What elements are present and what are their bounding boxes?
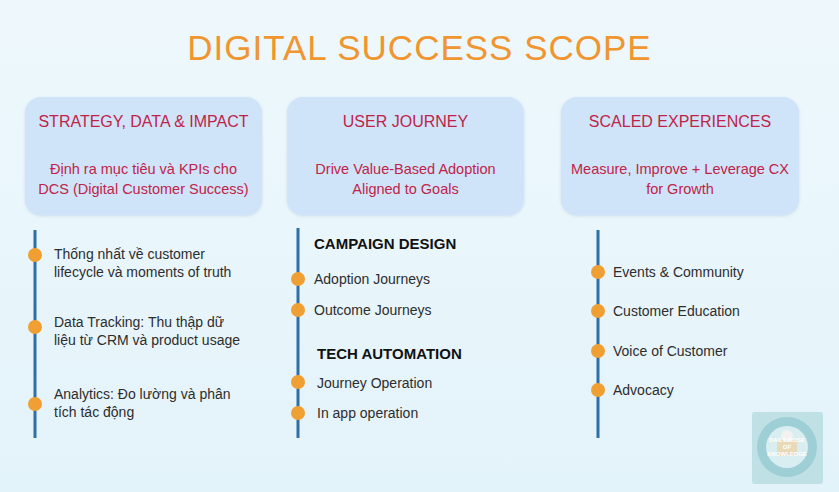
list-item: Outcome Journeys <box>314 301 514 319</box>
box-heading: SCALED EXPERIENCES <box>569 113 791 131</box>
list-item: Advocacy <box>613 381 813 399</box>
diagram-title: DIGITAL SUCCESS SCOPE <box>0 28 839 68</box>
list-item: Journey Operation <box>317 374 517 392</box>
header-box: SCALED EXPERIENCES Measure, Improve + Lev… <box>561 97 799 215</box>
list-item: Voice of Customer <box>613 342 813 360</box>
box-heading: STRATEGY, DATA & IMPACT <box>33 113 254 131</box>
list-item: Adoption Journeys <box>314 270 514 288</box>
header-box: USER JOURNEY Drive Value-Based Adoption A… <box>287 97 524 215</box>
list-item: Data Tracking: Thu thập dữ liệu từ CRM v… <box>54 313 246 349</box>
list-item: In app operation <box>317 404 517 422</box>
list-item: Customer Education <box>613 302 813 320</box>
box-body: Drive Value-Based Adoption Aligned to Go… <box>295 159 516 199</box>
box-body: Measure, Improve + Leverage CX for Growt… <box>569 159 791 199</box>
list-item: Events & Community <box>613 263 813 281</box>
section-heading: TECH AUTOMATION <box>317 345 517 363</box>
box-heading: USER JOURNEY <box>295 113 516 131</box>
timeline-lines <box>35 228 598 438</box>
watermark-text: DAILY DOSE OF KNOWLEDGE <box>767 437 807 458</box>
watermark-logo <box>752 412 823 484</box>
section-heading: CAMPAIGN DESIGN <box>314 235 514 253</box>
header-box: STRATEGY, DATA & IMPACT Định ra mục tiêu … <box>25 97 262 215</box>
list-item: Analytics: Đo lường và phân tích tác độn… <box>54 385 246 421</box>
box-body: Định ra mục tiêu và KPIs cho DCS (Digita… <box>33 159 254 199</box>
list-item: Thống nhất về customer lifecycle và mome… <box>54 245 246 281</box>
